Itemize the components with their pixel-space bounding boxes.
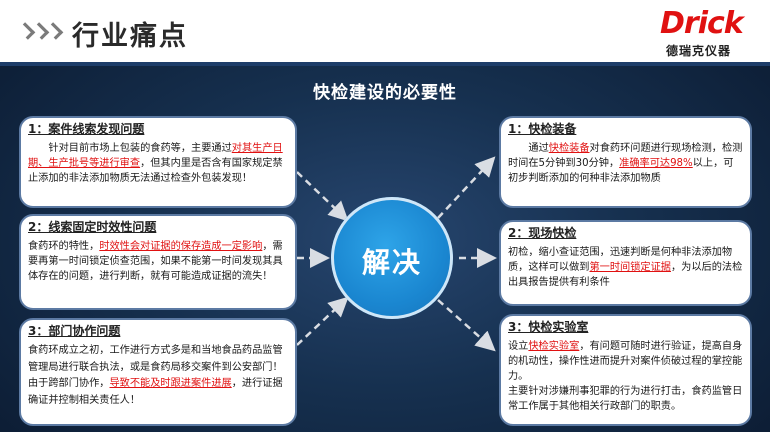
solution-heading: 1：快检装备: [508, 122, 577, 136]
solution-text: 设立快检实验室，有问题可随时进行验证，提高自身的机动性，操作性进而提升对案件侦破…: [508, 341, 743, 412]
pain-point-text: 针对目前市场上包装的食药等，主要通过对其生产日期、生产批号等进行审查，但其内里是…: [28, 143, 283, 184]
brand-logo-subtitle: 德瑞克仪器: [666, 44, 732, 58]
arrow-right-3: [437, 299, 496, 352]
solution-box-3: 3：快检实验室 设立快检实验室，有问题可随时进行验证，提高自身的机动性，操作性进…: [499, 314, 752, 426]
solution-box-2: 2：现场快检 初检，缩小查证范围，迅速判断是何种非法添加物质，这样可以做到第一时…: [499, 220, 752, 306]
solution-heading: 3：快检实验室: [508, 320, 589, 334]
solution-heading: 2：现场快检: [508, 226, 577, 240]
pain-point-text: 食药环的特性，时效性会对证据的保存造成一定影响，需要再第一时间锁定侦查范围，如果…: [28, 241, 283, 282]
pain-point-box-1: 1：案件线索发现问题 针对目前市场上包装的食药等，主要通过对其生产日期、生产批号…: [19, 116, 297, 208]
pain-point-box-3: 3：部门协作问题 食药环成立之初，工作进行方式多是和当地食品药品监管管理局进行联…: [19, 318, 297, 426]
pain-point-heading: 3：部门协作问题: [28, 324, 121, 338]
arrow-left-1: [296, 171, 349, 222]
center-circle: [331, 197, 453, 319]
brand-logo: Drick: [660, 6, 744, 41]
solution-box-1: 1：快检装备 通过快检装备对食药环问题进行现场检测，检测时间在5分钟到30分钟，…: [499, 116, 752, 208]
pain-point-text: 食药环成立之初，工作进行方式多是和当地食品药品监管管理局进行联合执法，或是食药局…: [28, 345, 283, 406]
pain-point-heading: 2：线索固定时效性问题: [28, 220, 157, 234]
arrow-left-3: [296, 296, 349, 346]
center-label: 解决: [361, 246, 422, 279]
solution-text: 通过快检装备对食药环问题进行现场检测，检测时间在5分钟到30分钟，准确率可达98…: [508, 143, 743, 184]
header-divider: [0, 62, 770, 66]
section-title: 快检建设的必要性: [313, 83, 457, 103]
pain-point-box-2: 2：线索固定时效性问题 食药环的特性，时效性会对证据的保存造成一定影响，需要再第…: [19, 214, 297, 310]
arrow-right-1: [437, 156, 496, 219]
pain-point-heading: 1：案件线索发现问题: [28, 122, 145, 136]
page-title: 行业痛点: [72, 21, 188, 52]
header-bar: 行业痛点 Drick 德瑞克仪器: [0, 0, 770, 62]
solution-text: 初检，缩小查证范围，迅速判断是何种非法添加物质，这样可以做到第一时间锁定证据，为…: [508, 247, 743, 288]
